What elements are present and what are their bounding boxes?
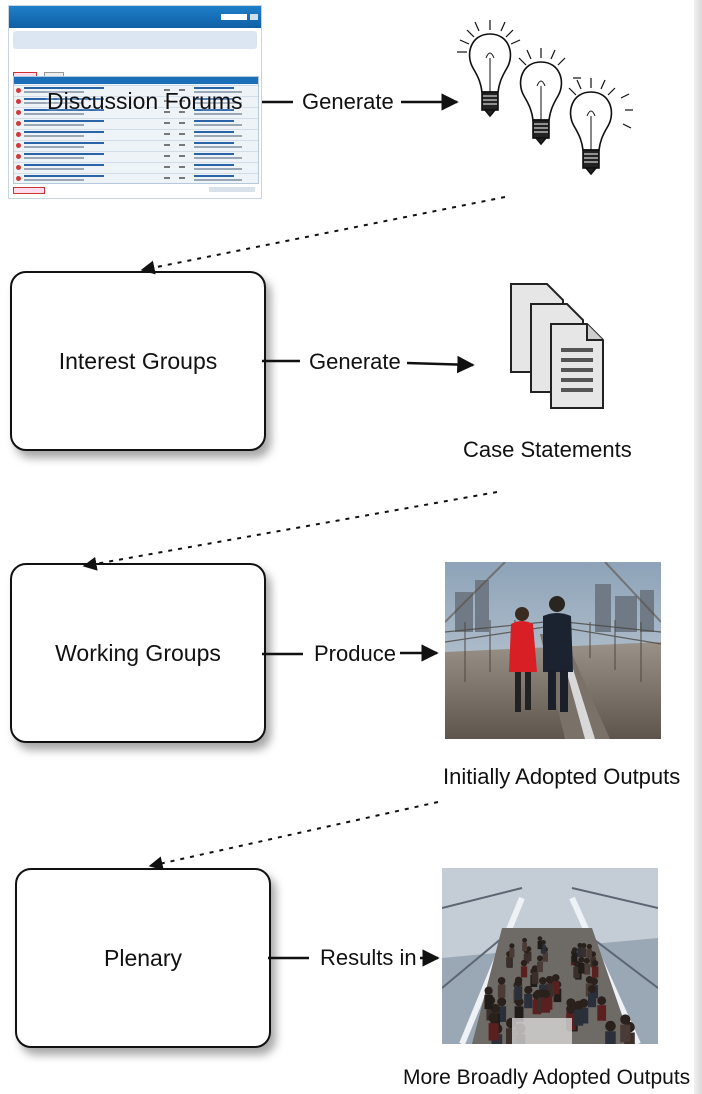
forum-jump-to: [209, 187, 255, 192]
working-groups-box: Working Groups: [10, 563, 266, 743]
forum-topic-row: [14, 118, 258, 129]
forum-topic-row: [14, 151, 258, 162]
forum-nav-bar: [13, 31, 257, 49]
page-edge-shadow: [694, 0, 702, 1094]
interest-groups-box: Interest Groups: [10, 271, 266, 451]
discussion-forums-label: Discussion Forums: [47, 88, 243, 114]
forum-topic-row: [14, 85, 258, 96]
forum-table-header: [14, 77, 258, 84]
forum-footer-button: [13, 187, 45, 194]
forum-search-button: [250, 14, 258, 20]
dotted-arrow-cases-to-working: [82, 491, 498, 571]
forum-topic-row: [14, 173, 258, 184]
forum-screenshot: [8, 5, 262, 199]
forum-header: [9, 6, 261, 28]
forum-topic-row: [14, 107, 258, 118]
broadly-adopted-label: More Broadly Adopted Outputs: [403, 1066, 691, 1089]
forum-search-field: [221, 14, 247, 20]
interest-groups-label: Interest Groups: [58, 347, 218, 374]
forum-topic-row: [14, 162, 258, 173]
forum-topic-table: [13, 76, 259, 184]
forum-topic-row: [14, 96, 258, 107]
dotted-arrow-ideas-to-interest: [140, 196, 506, 275]
plenary-label: Plenary: [104, 944, 182, 971]
plenary-box: Plenary: [15, 868, 271, 1048]
initially-adopted-label: Initially Adopted Outputs: [443, 764, 681, 789]
bridge-walkers-photo: [445, 562, 661, 739]
produce-label: Produce: [314, 641, 396, 666]
dotted-arrow-outputs-to-plenary: [148, 801, 439, 871]
case-statements-label: Case Statements: [463, 437, 632, 462]
lightbulb-icon: [457, 20, 633, 176]
results-in-label: Results in: [320, 945, 417, 970]
forum-topic-row: [14, 140, 258, 151]
forum-topic-row: [14, 129, 258, 140]
generate-label-1: Generate: [302, 89, 394, 114]
arrow-interest-to-cases: [406, 355, 475, 374]
document-stack-icon: [510, 283, 604, 409]
working-groups-label: Working Groups: [55, 639, 221, 666]
crowd-on-bridge-photo: [442, 868, 658, 1044]
generate-label-2: Generate: [309, 349, 401, 374]
